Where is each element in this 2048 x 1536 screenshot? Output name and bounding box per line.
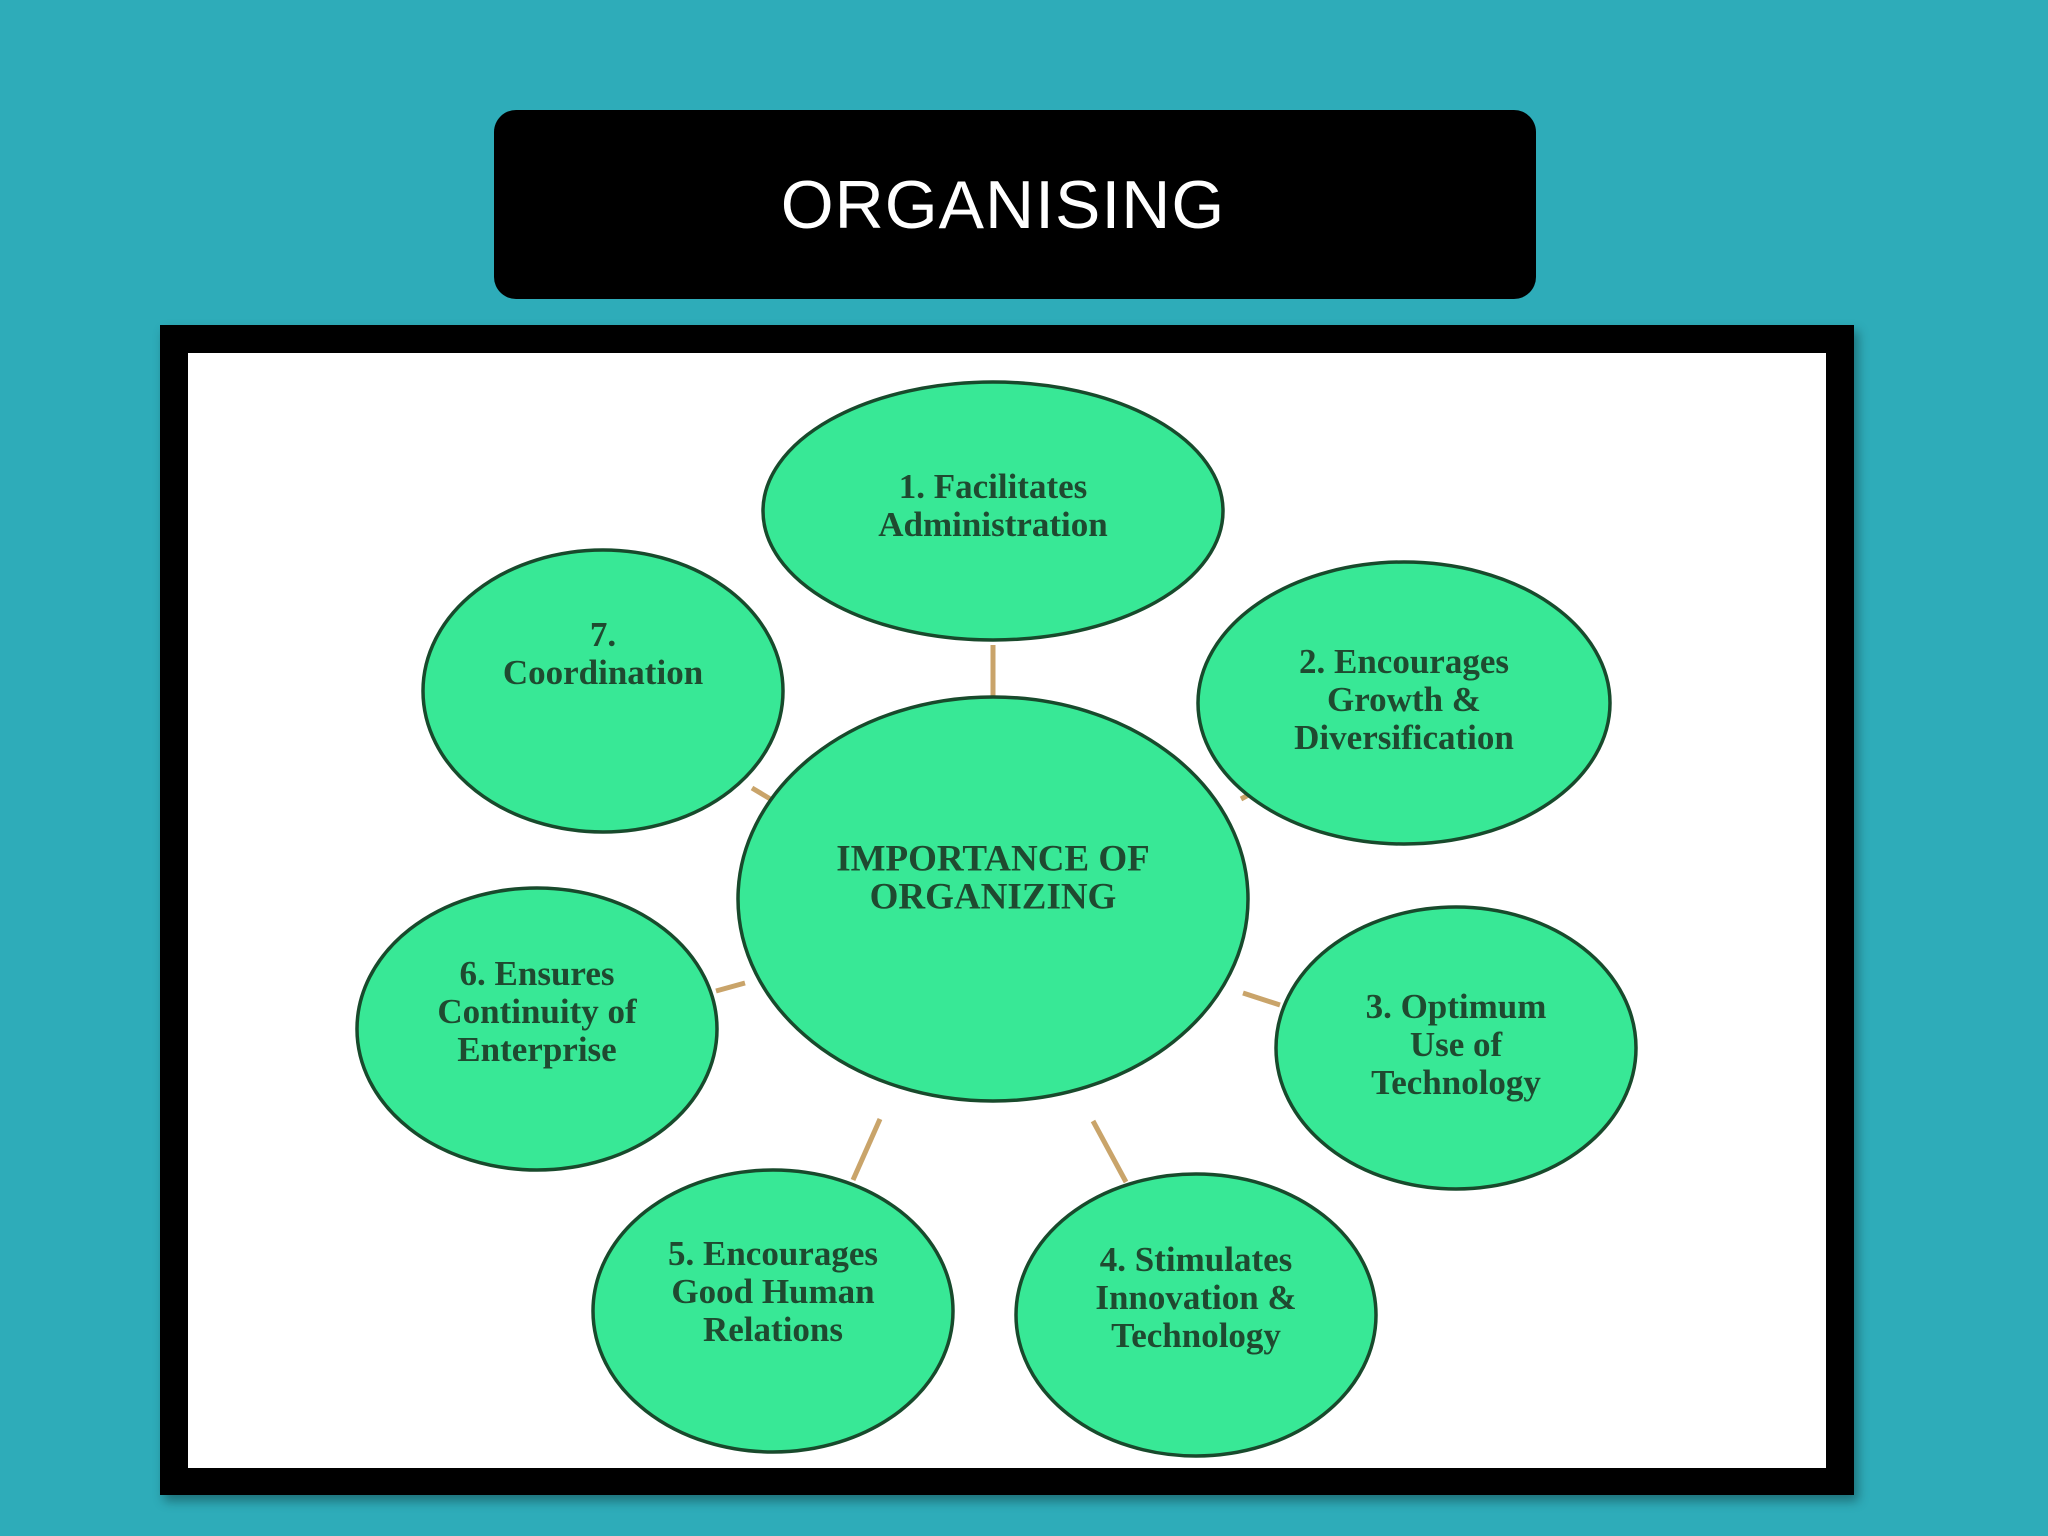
node-label-6-line-1: 6. Ensures	[460, 954, 615, 993]
node-ellipse-4	[1014, 1172, 1378, 1458]
node-label-7-line-1: 7.	[590, 615, 616, 654]
node-label-6-line-3: Enterprise	[457, 1030, 616, 1069]
node-ellipse-2	[1196, 560, 1612, 846]
node-label-2-line-2: Growth &	[1327, 680, 1481, 719]
node-label-4-line-2: Innovation &	[1095, 1278, 1296, 1317]
node-label-2-line-3: Diversification	[1294, 718, 1514, 757]
node-label-2-line-1: 2. Encourages	[1299, 642, 1509, 681]
connector-line-4	[1090, 1119, 1129, 1184]
node-label-3-line-3: Technology	[1371, 1063, 1541, 1102]
connector-line-3	[1242, 990, 1281, 1008]
node-label-5-line-1: 5. Encourages	[668, 1234, 878, 1273]
node-ellipse-7	[421, 548, 785, 834]
connector-line-6	[715, 980, 746, 994]
title-box: ORGANISING	[494, 110, 1536, 299]
node-label-5-line-2: Good Human	[671, 1272, 874, 1311]
node-label-6-line-2: Continuity of	[437, 992, 637, 1031]
node-label-1-line-2: Administration	[878, 505, 1107, 544]
center-label-line-1: IMPORTANCE OF	[836, 838, 1150, 879]
node-label-4-line-1: 4. Stimulates	[1100, 1240, 1293, 1279]
center-label-line-2: ORGANIZING	[870, 876, 1117, 917]
node-ellipse-5	[591, 1168, 955, 1454]
node-label-3-line-1: 3. Optimum	[1366, 987, 1547, 1026]
connector-line-5	[850, 1117, 883, 1182]
node-coordination: 7.Coordination	[421, 548, 785, 834]
node-label-4-line-3: Technology	[1111, 1316, 1281, 1355]
node-label-1-line-1: 1. Facilitates	[899, 467, 1088, 506]
node-ellipse-3	[1274, 905, 1638, 1191]
node-label-5-line-3: Relations	[703, 1310, 843, 1349]
node-label-3-line-2: Use of	[1410, 1025, 1503, 1064]
slide-title: ORGANISING	[780, 166, 1226, 243]
node-ellipse-6	[355, 886, 719, 1172]
node-ellipse-1	[761, 380, 1225, 642]
center-ellipse	[736, 695, 1250, 1103]
node-label-7-line-2: Coordination	[503, 653, 703, 692]
